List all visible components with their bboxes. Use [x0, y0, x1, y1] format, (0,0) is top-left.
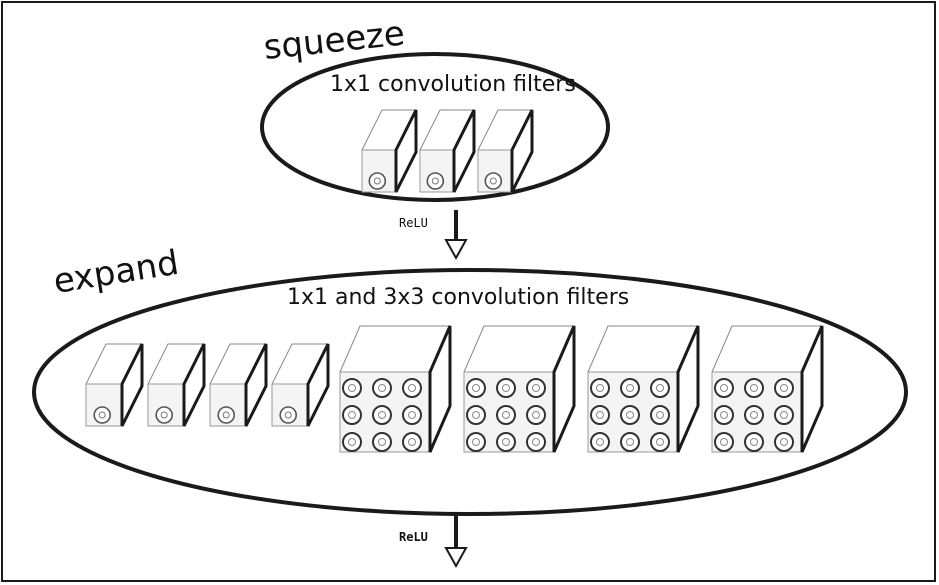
squeeze-ellipse	[260, 52, 610, 202]
small-filter-icon	[209, 343, 268, 427]
large-filter-icon	[711, 325, 824, 453]
small-filter-icon	[85, 343, 144, 427]
down-arrow-icon	[444, 210, 468, 261]
relu-label-expand: ReLU	[399, 530, 428, 544]
large-filter-icon	[587, 325, 700, 453]
small-filter-icon	[147, 343, 206, 427]
down-arrow-icon	[444, 514, 468, 569]
small-filter-icon	[271, 343, 330, 427]
squeeze-filters	[361, 109, 534, 193]
small-filter-icon	[419, 109, 476, 193]
large-filter-icon	[339, 325, 452, 453]
expand-1x1-filters	[85, 343, 330, 427]
expand-title: 1x1 and 3x3 convolution filters	[287, 285, 630, 310]
large-filter-icon	[463, 325, 576, 453]
expand-3x3-filters	[339, 325, 824, 453]
relu-label-squeeze: ReLU	[399, 216, 428, 230]
expand-ellipse	[32, 268, 908, 516]
small-filter-icon	[361, 109, 418, 193]
squeeze-title: 1x1 convolution filters	[330, 72, 576, 97]
small-filter-icon	[477, 109, 534, 193]
